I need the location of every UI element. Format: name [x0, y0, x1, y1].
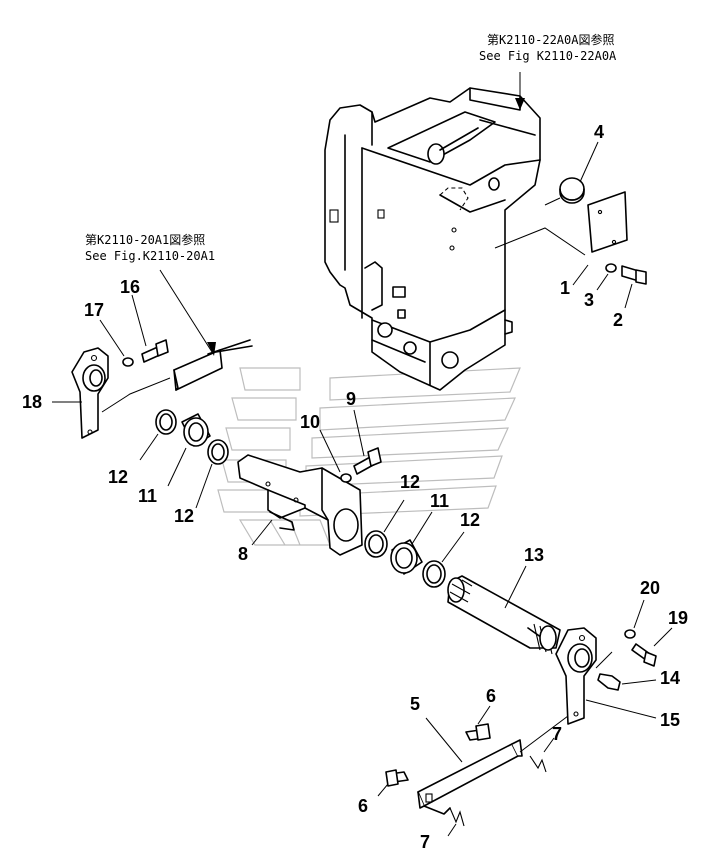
cap	[544, 141, 599, 206]
callout-5: 5	[410, 694, 420, 714]
ref-a1-line1: 第K2110-20A1図参照	[85, 232, 205, 247]
right-lever-arm	[555, 627, 657, 725]
callout-12a: 12	[108, 467, 128, 487]
callout-6b: 6	[358, 796, 368, 816]
callout-12b: 12	[174, 506, 194, 526]
bolt-2	[605, 263, 647, 285]
ref-a0a-line1: 第K2110-22A0A図参照	[487, 32, 614, 47]
shaft	[447, 565, 561, 655]
link-block	[159, 269, 253, 391]
frame-assembly	[324, 87, 541, 391]
callout-13: 13	[524, 545, 544, 565]
pin-6a	[465, 705, 491, 741]
bolt-16	[131, 294, 169, 363]
ref-a0a-line2: See Fig K2110-22A0A	[479, 49, 617, 63]
washer-17	[99, 319, 134, 367]
callout-20: 20	[640, 578, 660, 598]
left-lever-arm	[52, 347, 109, 439]
grease-fitting	[595, 651, 657, 691]
callout-11a: 11	[138, 486, 157, 506]
ref-a1-line2: See Fig.K2110-20A1	[85, 249, 215, 263]
seal-12a	[139, 409, 177, 461]
watermark	[217, 367, 521, 546]
cotter-pin-7b	[447, 807, 465, 837]
callout-14: 14	[660, 668, 680, 688]
pin-6b	[377, 769, 409, 797]
callout-12d: 12	[460, 510, 480, 530]
callout-9: 9	[346, 389, 356, 409]
cotter-pin-7a	[529, 737, 555, 773]
callout-11b: 11	[430, 491, 449, 511]
seal-12b	[195, 439, 229, 509]
callout-6a: 6	[486, 686, 496, 706]
callout-2: 2	[613, 310, 623, 330]
bushing-11b	[390, 511, 433, 575]
cover-plate	[494, 191, 628, 256]
callout-1: 1	[560, 278, 570, 298]
bolt-19	[631, 627, 673, 667]
washer-10	[319, 429, 352, 483]
callout-7a: 7	[552, 724, 562, 744]
washer-20	[624, 599, 645, 639]
callout-4: 4	[594, 122, 604, 142]
callout-8: 8	[238, 544, 248, 564]
callout-12c: 12	[400, 472, 420, 492]
callout-7b: 7	[420, 832, 430, 852]
bushing-11a	[167, 413, 211, 487]
callout-10: 10	[300, 412, 320, 432]
seal-12c	[364, 499, 405, 558]
callout-19: 19	[668, 608, 688, 628]
callout-16: 16	[120, 277, 140, 297]
callout-15: 15	[660, 710, 680, 730]
callout-18: 18	[22, 392, 42, 412]
callout-3: 3	[584, 290, 594, 310]
callout-numbers: 1 2 3 4 5 6 6 7 7 8 9 10 11 11 12 12 12 …	[22, 122, 688, 852]
seal-12d	[422, 531, 465, 588]
bracket	[237, 454, 363, 556]
bolt-9	[353, 409, 382, 475]
callout-17: 17	[84, 300, 104, 320]
rod	[417, 715, 569, 815]
